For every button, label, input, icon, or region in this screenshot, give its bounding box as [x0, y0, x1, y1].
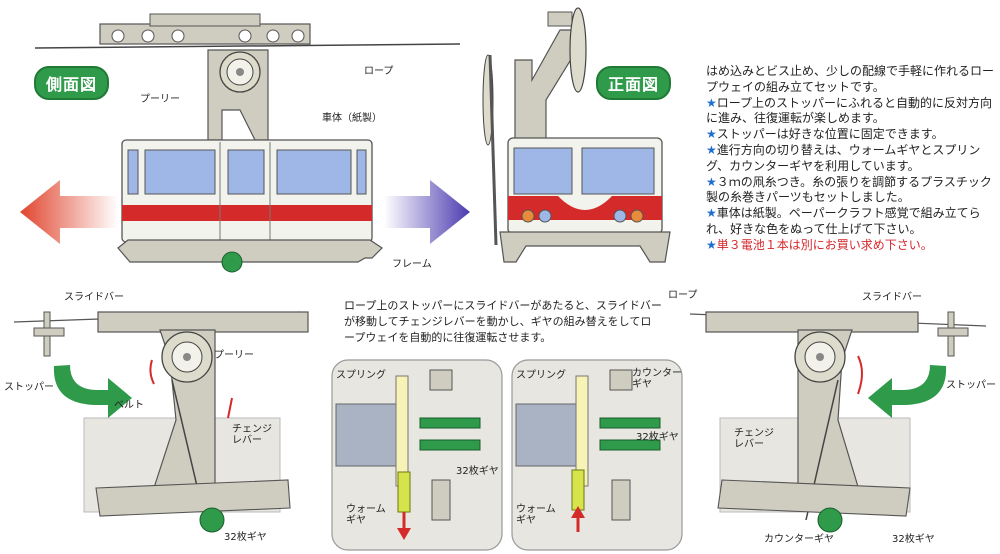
star-icon: ★ — [706, 95, 717, 110]
mechanism-left — [13, 311, 309, 533]
worm-gear-label: ウォーム ギヤ — [516, 504, 556, 526]
spring-label: スプリング — [336, 370, 386, 381]
feature-item: ★３ｍの凧糸つき。糸の張りを調節するプラスチック製の糸巻きパーツもセットしました… — [706, 174, 992, 205]
feature-item: ★進行方向の切り替えは、ウォームギヤとスプリング、カウンターギヤを利用しています… — [706, 142, 981, 173]
belt-label: ベルト — [114, 400, 144, 411]
counter-gear-label: カウンターギヤ — [764, 534, 834, 545]
star-icon: ★ — [706, 174, 717, 189]
detail-panel-b — [511, 359, 683, 551]
rope-label: ロープ — [668, 290, 698, 301]
star-icon: ★ — [706, 142, 717, 157]
detail-panel-a — [331, 359, 503, 551]
side-view-badge: 側面図 — [34, 66, 110, 100]
pulley-label: プーリー — [214, 350, 254, 361]
stopper-icon — [937, 311, 969, 357]
car-body-label: 車体（紙製） — [322, 113, 382, 124]
u-turn-icon — [53, 365, 133, 418]
counter-gear-label: カウンター ギヤ — [632, 368, 682, 390]
rope-line — [34, 43, 461, 49]
frame-label: フレーム — [392, 259, 432, 270]
front-view-badge: 正面図 — [596, 66, 672, 100]
car-body-front — [507, 137, 663, 235]
pulley — [161, 331, 213, 383]
mechanism-caption: ロープ上のストッパーにスライドバーがあたると、スライドバーが移動してチェンジレバ… — [344, 299, 662, 344]
gear-icon — [817, 507, 843, 533]
side-view — [20, 13, 470, 273]
rope-label: ロープ — [364, 66, 394, 77]
stopper-icon — [33, 311, 65, 357]
arrow-right-icon — [384, 180, 470, 244]
front-pulley — [482, 7, 587, 146]
feature-item: ★ロープ上のストッパーにふれると自動的に反対方向に進み、往復運転が楽しめます。 — [706, 95, 993, 126]
frame-front — [499, 231, 671, 263]
gear-icon — [221, 251, 243, 273]
description-block: はめ込みとビス止め、少しの配線で手軽に作れるロープウェイの組み立てセットです。 … — [706, 64, 996, 254]
frame-side — [117, 239, 383, 263]
gear32-label: 32枚ギヤ — [456, 466, 499, 477]
slide-bar-label: スライドバー — [862, 292, 922, 303]
feature-item: ★車体は紙製。ペーパークラフト感覚で組み立てられ、好きな色をぬって仕上げて下さい… — [706, 206, 981, 236]
gear32-label: 32枚ギヤ — [224, 532, 267, 543]
change-lever-label: チェンジ レバー — [734, 428, 774, 450]
battery-note: ★単３電池１本は別にお買い求め下さい。 — [706, 237, 933, 252]
trolley-rail — [99, 13, 311, 45]
stopper-label: ストッパー — [946, 380, 996, 391]
pulley — [794, 331, 846, 383]
u-turn-icon — [868, 365, 947, 418]
arrow-left-icon — [20, 180, 118, 244]
front-hanger — [514, 29, 579, 141]
spring-label: スプリング — [516, 370, 566, 381]
pulley-label: プーリー — [140, 94, 180, 105]
gear-icon — [199, 507, 225, 533]
star-icon: ★ — [706, 237, 717, 252]
pulley — [219, 51, 261, 93]
star-icon: ★ — [706, 127, 717, 142]
mechanism-right — [689, 311, 987, 533]
star-icon: ★ — [706, 206, 717, 221]
change-lever-label: チェンジ レバー — [232, 424, 272, 446]
slide-bar-label: スライドバー — [64, 292, 124, 303]
front-view — [482, 7, 671, 263]
feature-item: ★ストッパーは好きな位置に固定できます。 — [706, 127, 944, 142]
description-intro: はめ込みとビス止め、少しの配線で手軽に作れるロープウェイの組み立てセットです。 — [706, 64, 995, 94]
car-body-side — [121, 139, 373, 243]
gear32-label: 32枚ギヤ — [636, 432, 679, 443]
worm-gear-label: ウォーム ギヤ — [346, 504, 386, 526]
gear32-label: 32枚ギヤ — [892, 534, 935, 545]
stopper-label: ストッパー — [4, 382, 54, 393]
